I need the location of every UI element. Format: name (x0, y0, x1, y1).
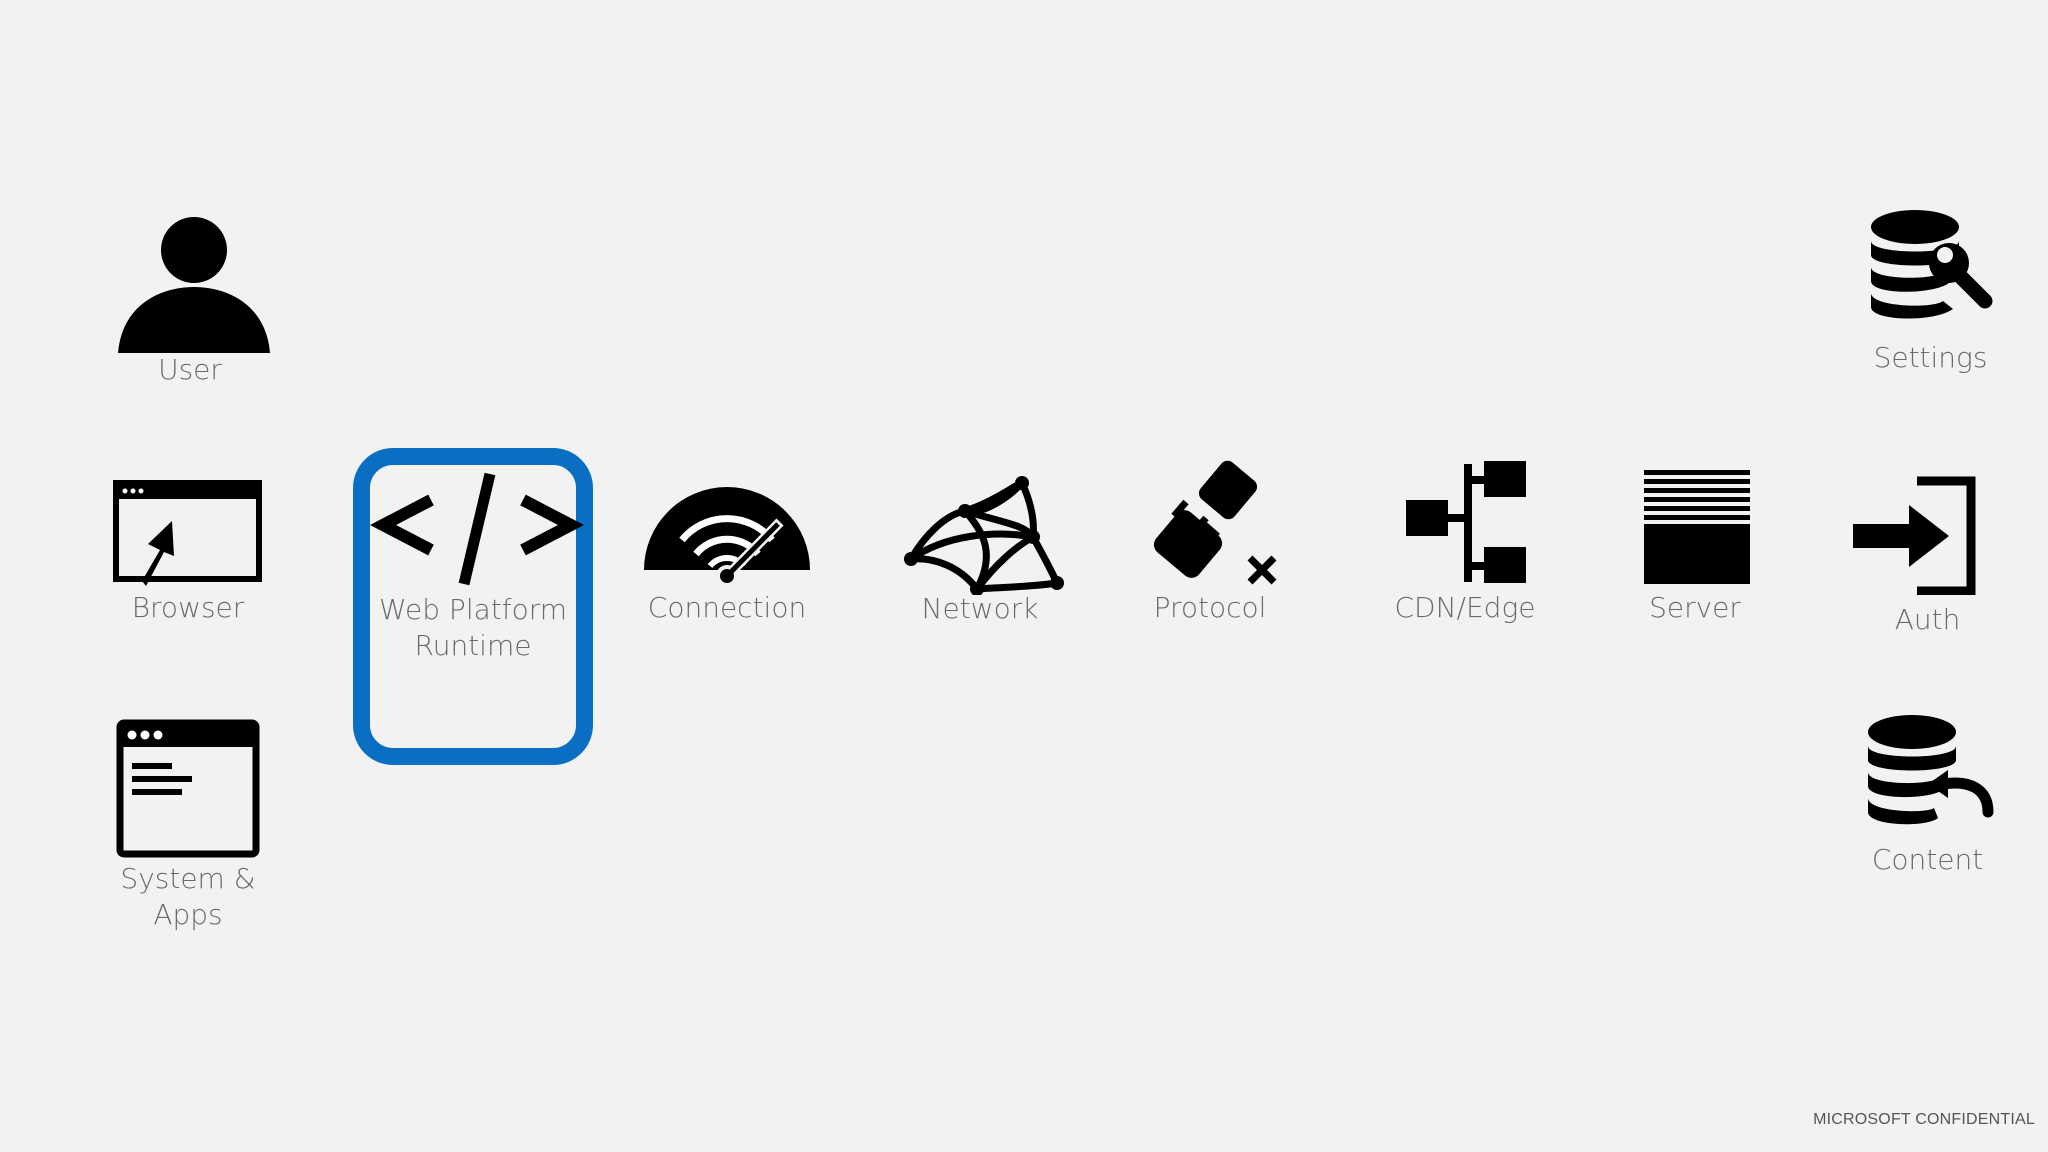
browser-label: Browser (131, 591, 245, 624)
code-icon (370, 472, 584, 586)
user-label: User (158, 353, 222, 386)
settings-label: Settings (1873, 341, 1988, 374)
confidentiality-notice: MICROSOFT CONFIDENTIAL (1813, 1111, 2035, 1128)
content-node: Content (1850, 710, 2005, 890)
system-apps-label-line1: System & (120, 862, 256, 895)
web-platform-runtime-label-line1: Web Platform (378, 593, 568, 626)
web-platform-runtime-node: Web Platform Runtime (353, 470, 593, 670)
network-label: Network (921, 592, 1039, 625)
system-apps-node: System & Apps (108, 718, 268, 938)
network-node: Network (885, 475, 1075, 630)
settings-node: Settings (1853, 205, 2008, 390)
user-icon (118, 217, 270, 353)
system-apps-label-line2: Apps (153, 898, 223, 931)
web-platform-runtime-label-line2: Runtime (414, 629, 532, 662)
server-icon (1644, 470, 1750, 584)
browser-node: Browser (108, 478, 268, 628)
connection-node: Connection (632, 480, 822, 630)
server-node: Server (1620, 462, 1770, 632)
hierarchy-icon (1406, 461, 1526, 583)
speedometer-wifi-icon (644, 487, 810, 587)
sign-in-icon (1853, 476, 1976, 595)
database-wrench-icon (1871, 210, 1993, 319)
server-label: Server (1649, 591, 1741, 624)
auth-node: Auth (1845, 475, 2010, 645)
connection-label: Connection (647, 591, 807, 624)
cdn-edge-label: CDN/Edge (1394, 591, 1536, 624)
cdn-edge-node: CDN/Edge (1385, 458, 1545, 633)
plug-disconnect-icon (1153, 460, 1277, 585)
auth-label: Auth (1894, 603, 1961, 636)
network-mesh-icon (904, 476, 1064, 595)
content-label: Content (1871, 843, 1984, 876)
app-window-icon (116, 719, 260, 858)
protocol-label: Protocol (1153, 591, 1267, 624)
highlight-frame (353, 448, 593, 765)
protocol-node: Protocol (1130, 458, 1290, 633)
database-return-icon (1868, 715, 1994, 825)
user-node: User (110, 215, 270, 395)
browser-cursor-icon (113, 480, 262, 586)
